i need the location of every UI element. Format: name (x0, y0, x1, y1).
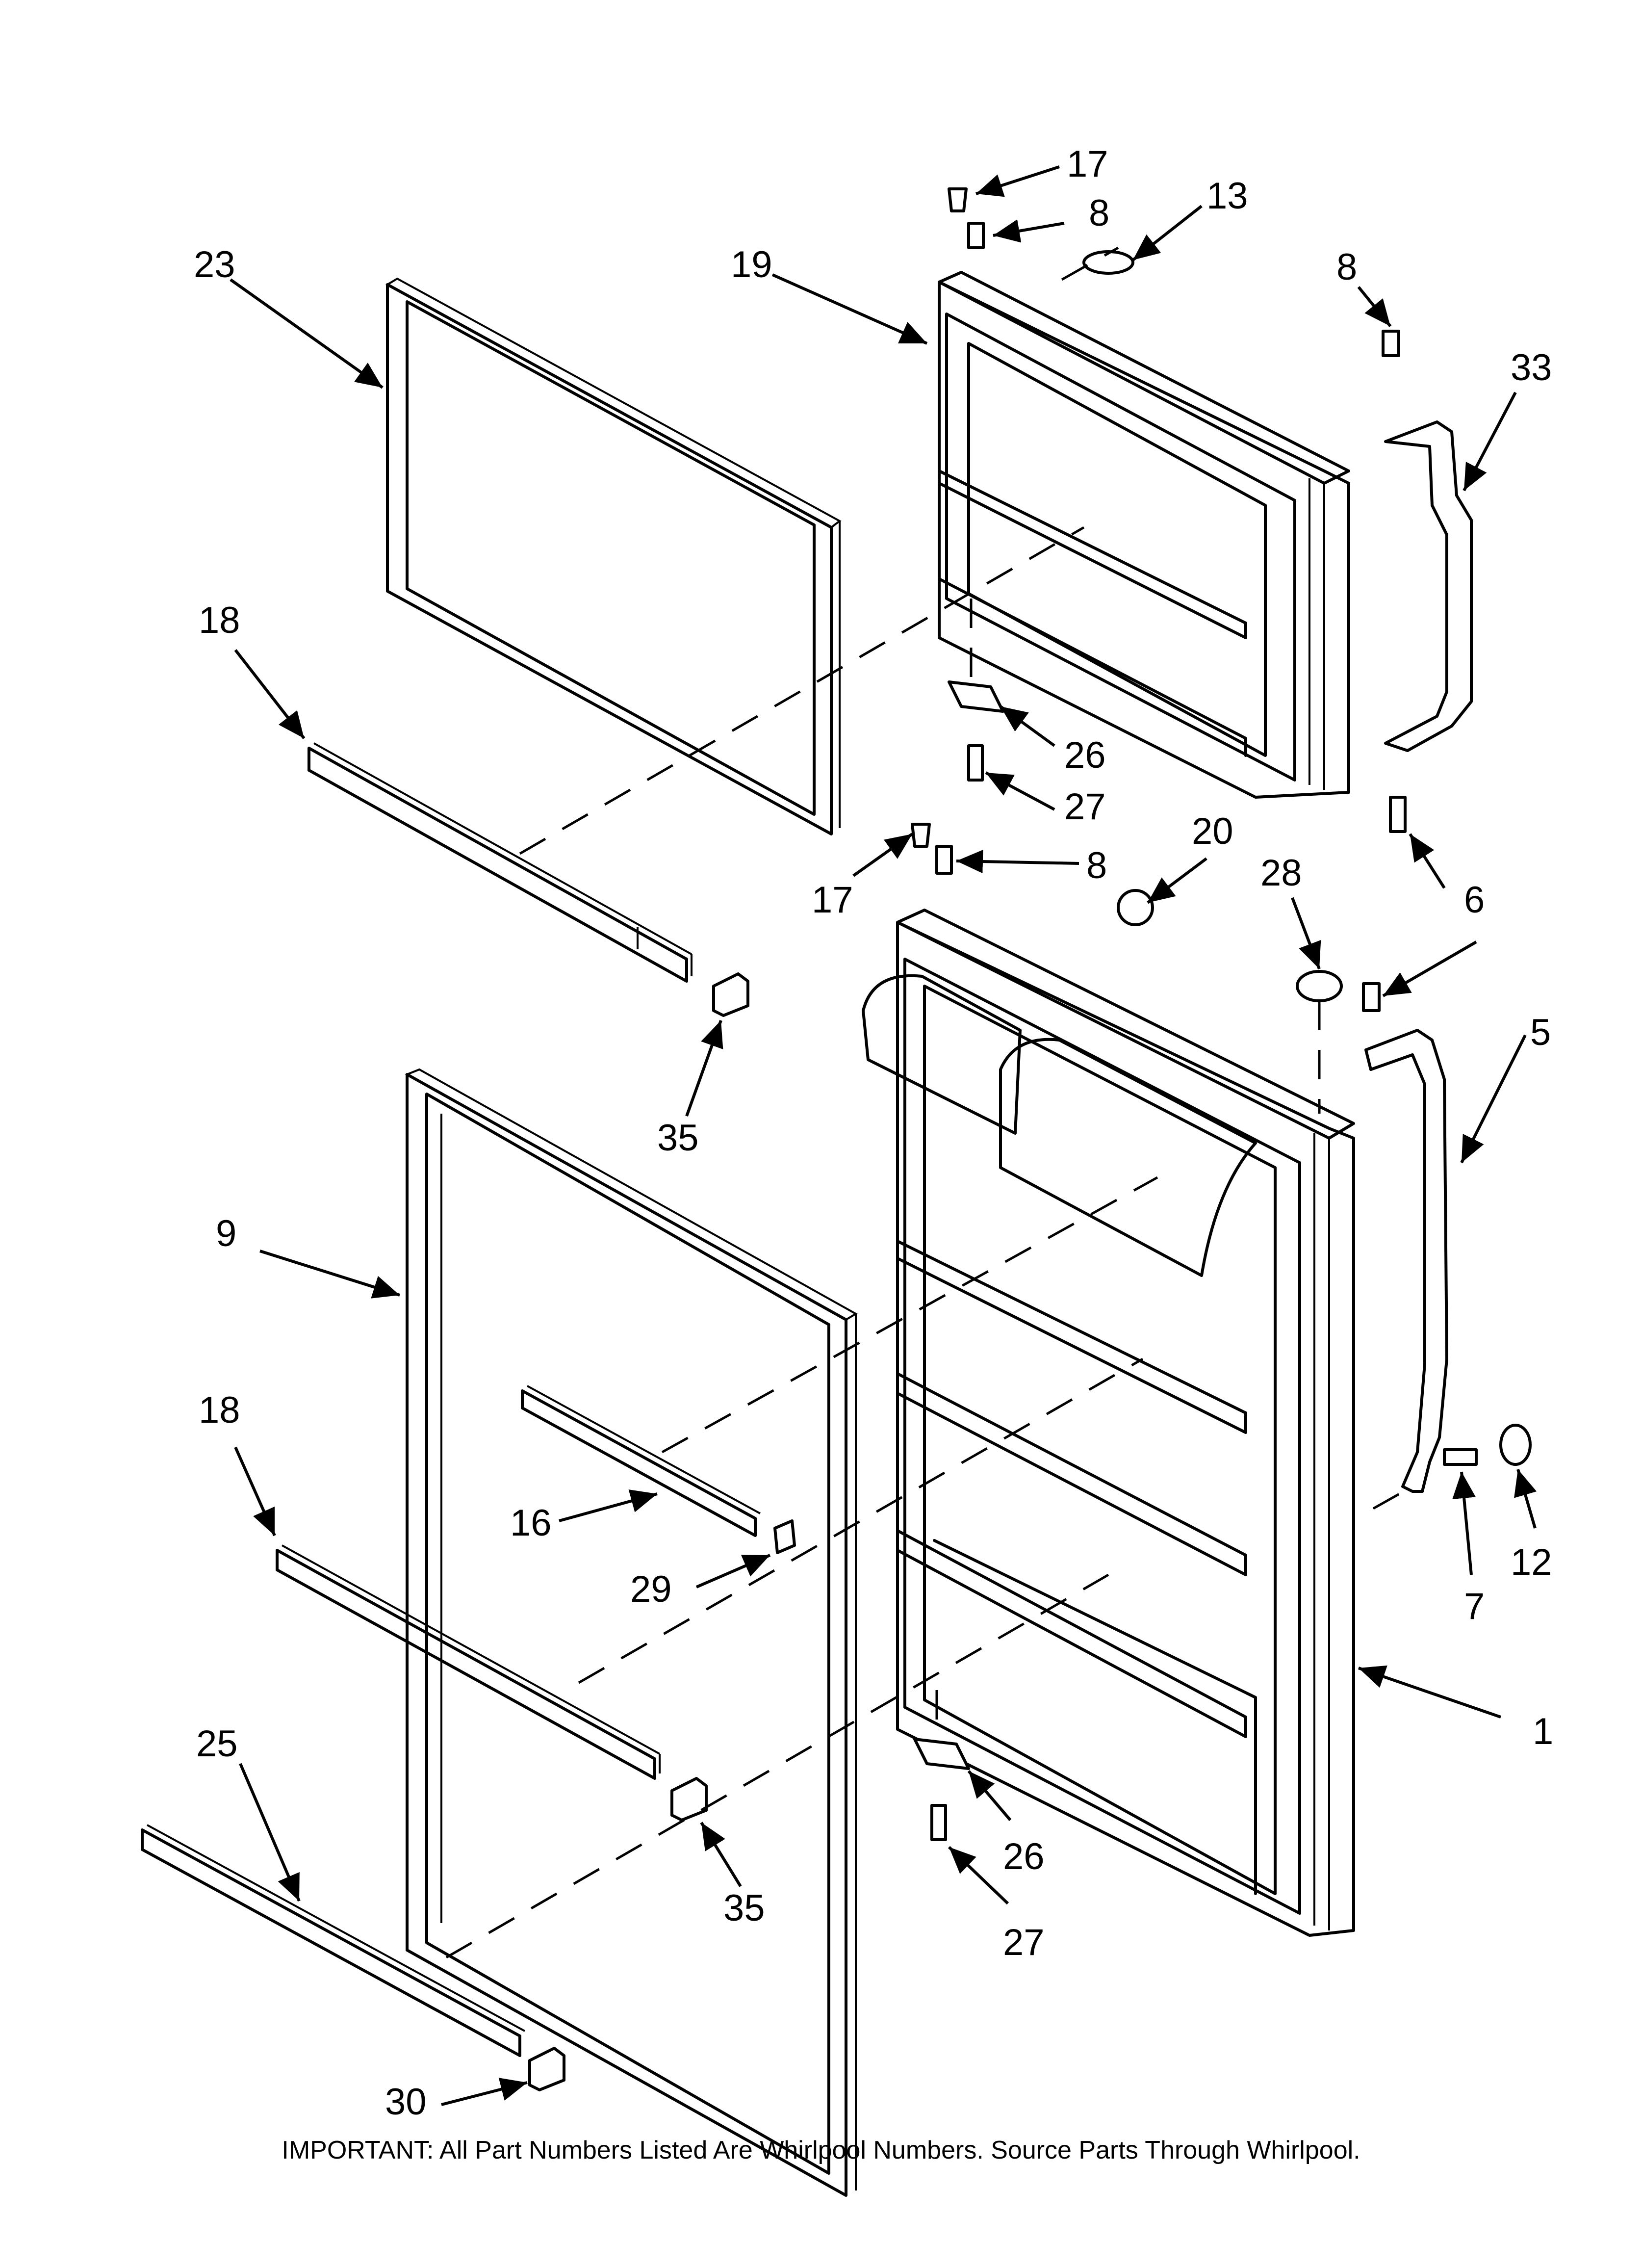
clip-35-upper (712, 972, 749, 1017)
bottom-strip (141, 1824, 525, 2057)
clip-29 (773, 1519, 796, 1554)
hinge-pin-17-upper (948, 187, 968, 212)
callout-8-handle: 8 (1336, 246, 1357, 288)
screw-8-upper (967, 222, 985, 249)
screw-8-middle (935, 845, 953, 875)
freezer-door-gasket (385, 277, 842, 835)
callout-17-lower: 17 (812, 879, 853, 921)
center-strip (521, 1385, 761, 1537)
callout-18-upper: 18 (199, 600, 240, 641)
fresh-food-handle (1364, 1029, 1448, 1493)
footer-note: IMPORTANT: All Part Numbers Listed Are W… (282, 2136, 1360, 2164)
callout-19: 19 (731, 244, 772, 286)
callout-7: 7 (1464, 1586, 1485, 1627)
hinge-pin-17-lower (911, 823, 931, 848)
screw-8-handle (1382, 330, 1400, 357)
fresh-food-door-gasket (405, 1068, 858, 2197)
callout-33: 33 (1511, 347, 1552, 389)
screw-6 (1389, 796, 1407, 833)
callout-16: 16 (510, 1502, 552, 1544)
callout-18-lower: 18 (199, 1389, 240, 1431)
callout-8-upper: 8 (1089, 192, 1109, 234)
freezer-handle (1384, 420, 1473, 752)
callout-1: 1 (1533, 1711, 1553, 1752)
screw-7 (1443, 1448, 1478, 1466)
callout-35-lower: 35 (723, 1887, 765, 1929)
screw-27-upper (967, 744, 984, 782)
screw-27-lower (930, 1804, 947, 1841)
plug-28 (1296, 970, 1343, 1002)
clip-30 (528, 2047, 565, 2091)
callout-13: 13 (1206, 175, 1248, 217)
callout-30: 30 (385, 2081, 427, 2123)
callout-6: 6 (1464, 879, 1485, 921)
callout-8-middle: 8 (1086, 845, 1107, 886)
callout-26-lower: 26 (1003, 1836, 1045, 1877)
fresh-food-door (862, 909, 1355, 1937)
callout-23: 23 (194, 244, 235, 286)
hinge-26-upper (948, 680, 1004, 713)
callout-5: 5 (1530, 1012, 1551, 1053)
callout-25: 25 (196, 1723, 238, 1765)
callout-26-upper: 26 (1064, 734, 1106, 776)
clip-35-lower (670, 1777, 708, 1822)
hinge-26-lower (913, 1738, 970, 1770)
callout-9: 9 (216, 1213, 236, 1254)
callout-28: 28 (1260, 852, 1302, 894)
callout-35-upper: 35 (657, 1117, 699, 1159)
callout-27-upper: 27 (1064, 786, 1106, 828)
alignment-lines (445, 246, 1413, 1959)
callout-27-lower: 27 (1003, 1922, 1045, 1963)
callout-12: 12 (1511, 1541, 1552, 1583)
freezer-breaker-strip (308, 742, 693, 983)
cam-20 (1117, 889, 1154, 926)
screw-6-lower (1362, 982, 1381, 1012)
fresh-food-breaker-strip (276, 1544, 661, 1780)
leader-lines (230, 165, 1537, 2106)
callout-labels: 17 8 13 23 19 8 33 18 26 27 20 28 17 8 6… (194, 143, 1553, 2123)
hole-plug-13 (1082, 250, 1134, 275)
freezer-door (938, 271, 1350, 799)
callout-17-upper: 17 (1067, 143, 1108, 185)
plug-12 (1499, 1424, 1532, 1466)
callout-29: 29 (630, 1568, 672, 1610)
callout-20: 20 (1192, 810, 1233, 852)
